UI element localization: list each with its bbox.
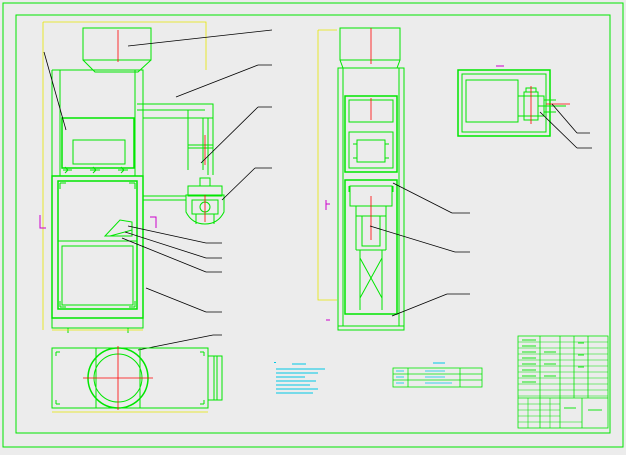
technical-notes: [274, 362, 325, 394]
machine-casing: [51, 69, 144, 177]
front-dimensions: [42, 21, 207, 331]
side-view: [337, 27, 405, 331]
title-block-rows: [518, 341, 608, 397]
feed-box: [61, 117, 135, 169]
side-upper-panel: [344, 95, 398, 173]
sheet-frame: [2, 2, 624, 448]
notes-lines: [276, 368, 325, 394]
hopper: [82, 27, 152, 61]
section-marks: [39, 215, 157, 229]
horizontal-duct: [137, 103, 214, 119]
vertical-pipe: [187, 110, 214, 175]
side-view-dimension: [317, 29, 337, 301]
side-hopper: [339, 27, 401, 61]
side-leaders: [369, 182, 470, 317]
lower-cabinet: [51, 175, 144, 319]
front-leaders: [43, 29, 273, 351]
front-view: [51, 27, 225, 333]
top-motor: [207, 355, 223, 401]
side-view-marks: [325, 200, 330, 321]
parameter-table: [392, 362, 483, 388]
detail-view: [457, 69, 566, 137]
detail-leaders: [539, 103, 592, 149]
tray: [103, 219, 133, 237]
title-block-cell-marks: [522, 339, 602, 411]
title-block: [517, 335, 609, 429]
centerlines: [117, 30, 206, 222]
detail-housing: [457, 69, 551, 137]
top-view-centerlines: [83, 346, 153, 410]
detail-marks: [530, 86, 570, 124]
side-lower-panel: [344, 179, 398, 315]
title-lower-grid: [518, 398, 582, 428]
